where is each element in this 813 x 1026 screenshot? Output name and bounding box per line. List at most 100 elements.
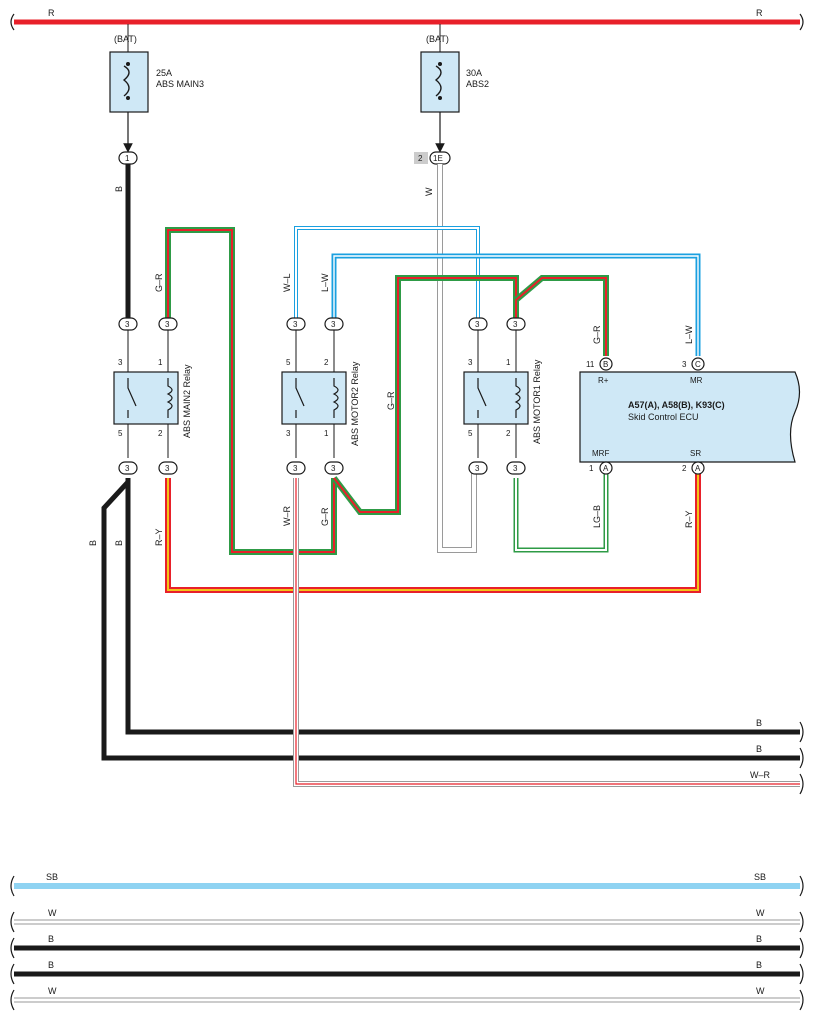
fuse-abs2: (BAT) 30A ABS2 2 1E W	[414, 24, 489, 196]
wire-label-g-r-mid: G–R	[386, 391, 396, 410]
fuse-abs-main3: (BAT) 25A ABS MAIN3 1 B	[109, 24, 204, 192]
fuse-abs2-conn-pin: 1E	[433, 154, 443, 163]
fuse-main3-conn-pin: 1	[125, 154, 130, 163]
svg-text:2: 2	[506, 429, 511, 438]
svg-text:W: W	[756, 908, 765, 918]
svg-text:3: 3	[293, 464, 298, 473]
wire-w-l	[294, 226, 480, 318]
svg-text:SB: SB	[754, 872, 766, 882]
ecu-pin-sr: SR 2 A R–Y	[682, 449, 705, 528]
wire-label-lg-b: LG–B	[592, 505, 602, 528]
svg-text:SR: SR	[690, 449, 701, 458]
wire-w-r	[293, 478, 800, 787]
svg-text:3: 3	[118, 358, 123, 367]
svg-text:B: B	[756, 934, 762, 944]
fuse-abs2-rating: 30A	[466, 68, 482, 78]
svg-text:3: 3	[682, 360, 687, 369]
coil-icon	[332, 378, 339, 418]
svg-text:5: 5	[468, 429, 473, 438]
svg-text:1: 1	[324, 429, 329, 438]
wire-r-y	[165, 474, 701, 593]
svg-text:SB: SB	[46, 872, 58, 882]
svg-text:5: 5	[118, 429, 123, 438]
coil-icon	[166, 378, 173, 418]
wire-label-b-b: B	[114, 540, 124, 546]
svg-text:3: 3	[165, 320, 170, 329]
wire-label-l-w-motor2: L–W	[320, 273, 330, 292]
wire-l-w	[331, 253, 701, 356]
wire-label-w-abs2: W	[424, 187, 434, 196]
bus-b2-label: B	[756, 744, 762, 754]
svg-text:3: 3	[513, 320, 518, 329]
svg-text:3: 3	[513, 464, 518, 473]
wire-label-b-a: B	[88, 540, 98, 546]
fuse-main3-name: ABS MAIN3	[156, 79, 204, 89]
wire-label-l-w-ecu: L–W	[684, 325, 694, 344]
svg-text:B: B	[603, 360, 608, 369]
lower-bus-b2: B B	[10, 960, 804, 985]
bus-r-top: R R	[10, 8, 804, 31]
svg-text:3: 3	[293, 320, 298, 329]
svg-text:1: 1	[158, 358, 163, 367]
relay-motor1-title: ABS MOTOR1 Relay	[532, 359, 542, 444]
lower-bus-w1: W W	[10, 908, 804, 933]
bus-w-r-label: W–R	[750, 770, 771, 780]
relay-abs-motor2: 3 3 5 2 3 1 3 3 ABS MOTOR2 Relay W–L L–W…	[281, 273, 360, 527]
svg-text:3: 3	[125, 464, 130, 473]
svg-text:A: A	[695, 464, 701, 473]
wire-g-r-motor: G–R	[331, 275, 609, 515]
svg-text:3: 3	[331, 320, 336, 329]
ecu-pin-mrf: MRF 1 A LG–B	[589, 449, 613, 528]
fuse-icon	[122, 65, 130, 97]
lower-bus-sb: SB SB	[10, 872, 804, 897]
relay-abs-motor1: 3 3 3 1 5 2 3 3 ABS MOTOR1 Relay	[463, 317, 542, 475]
svg-text:3: 3	[475, 464, 480, 473]
bus-b1-label: B	[756, 718, 762, 728]
switch-icon	[477, 378, 487, 418]
fuse-main3-source: (BAT)	[114, 34, 137, 44]
svg-text:1: 1	[506, 358, 511, 367]
svg-text:W: W	[48, 986, 57, 996]
ecu-title: A57(A), A58(B), K93(C)	[628, 400, 725, 410]
svg-text:2: 2	[158, 429, 163, 438]
bus-r-right-label: R	[756, 8, 763, 18]
svg-text:MR: MR	[690, 376, 703, 385]
relay-main2-title: ABS MAIN2 Relay	[182, 364, 192, 438]
svg-text:B: B	[756, 960, 762, 970]
ecu-subtitle: Skid Control ECU	[628, 412, 699, 422]
lower-bus-w2: W W	[10, 986, 804, 1011]
switch-icon	[127, 378, 137, 418]
switch-icon	[295, 378, 305, 418]
svg-text:1: 1	[589, 464, 594, 473]
wire-g-r-main2	[165, 227, 337, 555]
coil-icon	[514, 378, 521, 418]
svg-text:B: B	[48, 960, 54, 970]
skid-control-ecu: A57(A), A58(B), K93(C) Skid Control ECU …	[579, 325, 801, 528]
bus-ends-middle: B B W–R	[750, 718, 804, 795]
svg-text:A: A	[603, 464, 609, 473]
fuse-abs2-conn-prefix: 2	[418, 154, 423, 163]
wire-lg-b	[513, 474, 609, 553]
svg-text:3: 3	[125, 320, 130, 329]
wire-label-w-r: W–R	[282, 506, 292, 527]
svg-text:5: 5	[286, 358, 291, 367]
wire-label-g-r-motor2: G–R	[320, 507, 330, 526]
wire-label-b-main3: B	[114, 186, 124, 192]
svg-text:3: 3	[165, 464, 170, 473]
svg-text:R+: R+	[598, 376, 609, 385]
wire-label-w-l: W–L	[282, 273, 292, 292]
fuse-abs2-source: (BAT)	[426, 34, 449, 44]
wire-label-g-r-ecu: G–R	[592, 325, 602, 344]
svg-text:MRF: MRF	[592, 449, 609, 458]
fuse-abs2-name: ABS2	[466, 79, 489, 89]
relay-abs-main2: 3 3 3 1 5 2 3 3 ABS MAIN2 Relay G–R B B …	[88, 273, 192, 546]
ecu-pin-r-plus: 11 B R+ G–R	[586, 325, 613, 385]
ecu-pin-mr: 3 C MR L–W	[682, 325, 705, 385]
wire-b-main2-out	[101, 478, 800, 761]
fuse-main3-rating: 25A	[156, 68, 172, 78]
wire-label-r-y: R–Y	[154, 528, 164, 546]
relay-motor2-title: ABS MOTOR2 Relay	[350, 361, 360, 446]
svg-text:11: 11	[586, 360, 595, 369]
svg-text:C: C	[695, 360, 701, 369]
